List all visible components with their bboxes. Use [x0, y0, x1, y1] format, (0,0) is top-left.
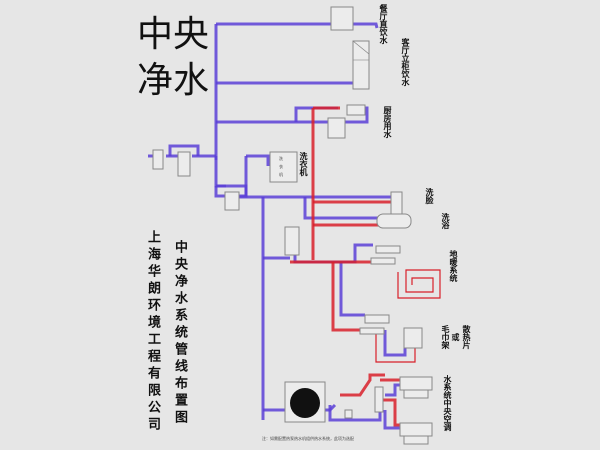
svg-text:衣: 衣: [279, 163, 283, 169]
kitchen-tap-box: [346, 104, 366, 116]
label-water-ac: 水系统中央空调: [443, 375, 452, 431]
devices: 洗 衣 机 注：如需配置热泵热水机组供热水系统，此项为选配: [152, 6, 433, 445]
ac-distributor: [374, 386, 384, 413]
label-floor-heating: 地暖系统: [449, 250, 458, 282]
softener-box: [224, 191, 240, 211]
ac-indoor-unit-1-base: [403, 389, 429, 399]
label-towel-rack: 毛巾架: [441, 325, 450, 349]
heater-box: [284, 226, 300, 256]
label-radiator: 散热片: [462, 325, 471, 349]
company-name: 上海华朗环境工程有限公司: [145, 230, 160, 434]
bathtub: [376, 213, 412, 229]
hot-water-pipes: [290, 106, 441, 427]
label-face-wash: 洗脸: [425, 188, 434, 204]
title-line1: 中央: [137, 14, 209, 55]
main-filter-box: [177, 151, 191, 177]
radiator-unit: [403, 327, 423, 349]
manifold-top: [375, 245, 401, 254]
label-dining-direct: 餐厅直饮水: [379, 4, 388, 44]
cold-water-pipes: [148, 22, 407, 430]
living-cabinet-box: [352, 40, 370, 90]
prefilter-box: [152, 149, 164, 170]
radiator-manifold-bottom: [359, 327, 385, 335]
label-kitchen: 厨房用水: [383, 106, 392, 138]
ac-indoor-unit-2: [399, 422, 433, 437]
washbasin: [390, 191, 403, 216]
title-line2: 净水: [137, 60, 209, 101]
label-laundry: 洗衣机: [299, 152, 308, 176]
ac-indoor-unit-2-base: [403, 435, 429, 445]
ac-valve: [344, 409, 353, 419]
diagram-title: 中央净水系统管线布置图: [172, 240, 187, 427]
svg-text:洗: 洗: [279, 155, 283, 161]
label-or: 或: [451, 333, 460, 341]
radiator-manifold-top: [364, 314, 390, 324]
label-living-cabinet: 客厅立柜饮水: [401, 38, 410, 86]
kitchen-filter-box: [327, 117, 346, 139]
labels: 餐厅直饮水 客厅立柜饮水 厨房用水 洗衣机 洗脸 洗浴 地暖系统 毛巾架 或 散…: [145, 4, 471, 434]
label-bath: 洗浴: [441, 213, 450, 229]
ac-indoor-unit-1: [399, 376, 433, 391]
heat-pump-fan: [290, 388, 320, 418]
svg-text:机: 机: [279, 171, 283, 177]
washer-box: [269, 151, 298, 183]
manifold-bottom: [370, 257, 396, 265]
footnote: 注：如需配置热泵热水机组供热水系统，此项为选配: [262, 435, 354, 441]
dining-purifier-box: [330, 6, 354, 31]
